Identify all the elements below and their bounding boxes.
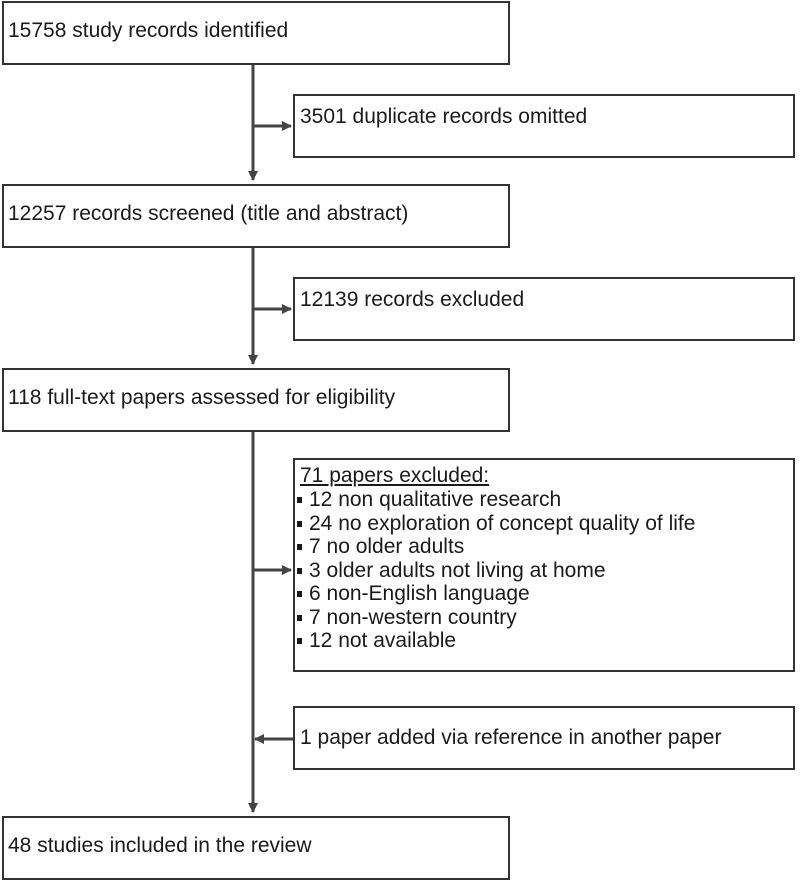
full-text-box: 118 full-text papers assessed for eligib… xyxy=(2,368,510,432)
exclusion-reason: 12 not available xyxy=(297,629,793,653)
added-paper-box: 1 paper added via reference in another p… xyxy=(293,706,795,770)
exclusion-reason: 24 no exploration of concept quality of … xyxy=(297,512,793,536)
screened-box: 12257 records screened (title and abstra… xyxy=(2,184,510,248)
exclusion-reason: 3 older adults not living at home xyxy=(297,559,793,583)
screened-label: 12257 records screened (title and abstra… xyxy=(8,202,409,225)
exclusion-reason: 7 non-western country xyxy=(297,606,793,630)
exclusion-reason: 7 no older adults xyxy=(297,535,793,559)
full-text-label: 118 full-text papers assessed for eligib… xyxy=(8,386,396,409)
excluded-screening-label: 12139 records excluded xyxy=(300,288,525,311)
duplicates-box: 3501 duplicate records omitted xyxy=(293,94,795,158)
identified-box: 15758 study records identified xyxy=(2,1,510,65)
included-box: 48 studies included in the review xyxy=(2,816,510,880)
included-label: 48 studies included in the review xyxy=(8,834,312,857)
duplicates-label: 3501 duplicate records omitted xyxy=(300,105,588,128)
exclusion-reason: 6 non-English language xyxy=(297,582,793,606)
excluded-full-text-box: 71 papers excluded: 12 non qualitative r… xyxy=(293,458,795,672)
excluded-full-text-title: 71 papers excluded: xyxy=(300,464,490,487)
exclusion-reason: 12 non qualitative research xyxy=(297,488,793,512)
exclusion-reasons-list: 12 non qualitative research 24 no explor… xyxy=(297,488,793,653)
excluded-screening-box: 12139 records excluded xyxy=(293,277,795,341)
identified-label: 15758 study records identified xyxy=(8,19,289,42)
added-paper-label: 1 paper added via reference in another p… xyxy=(300,726,722,749)
